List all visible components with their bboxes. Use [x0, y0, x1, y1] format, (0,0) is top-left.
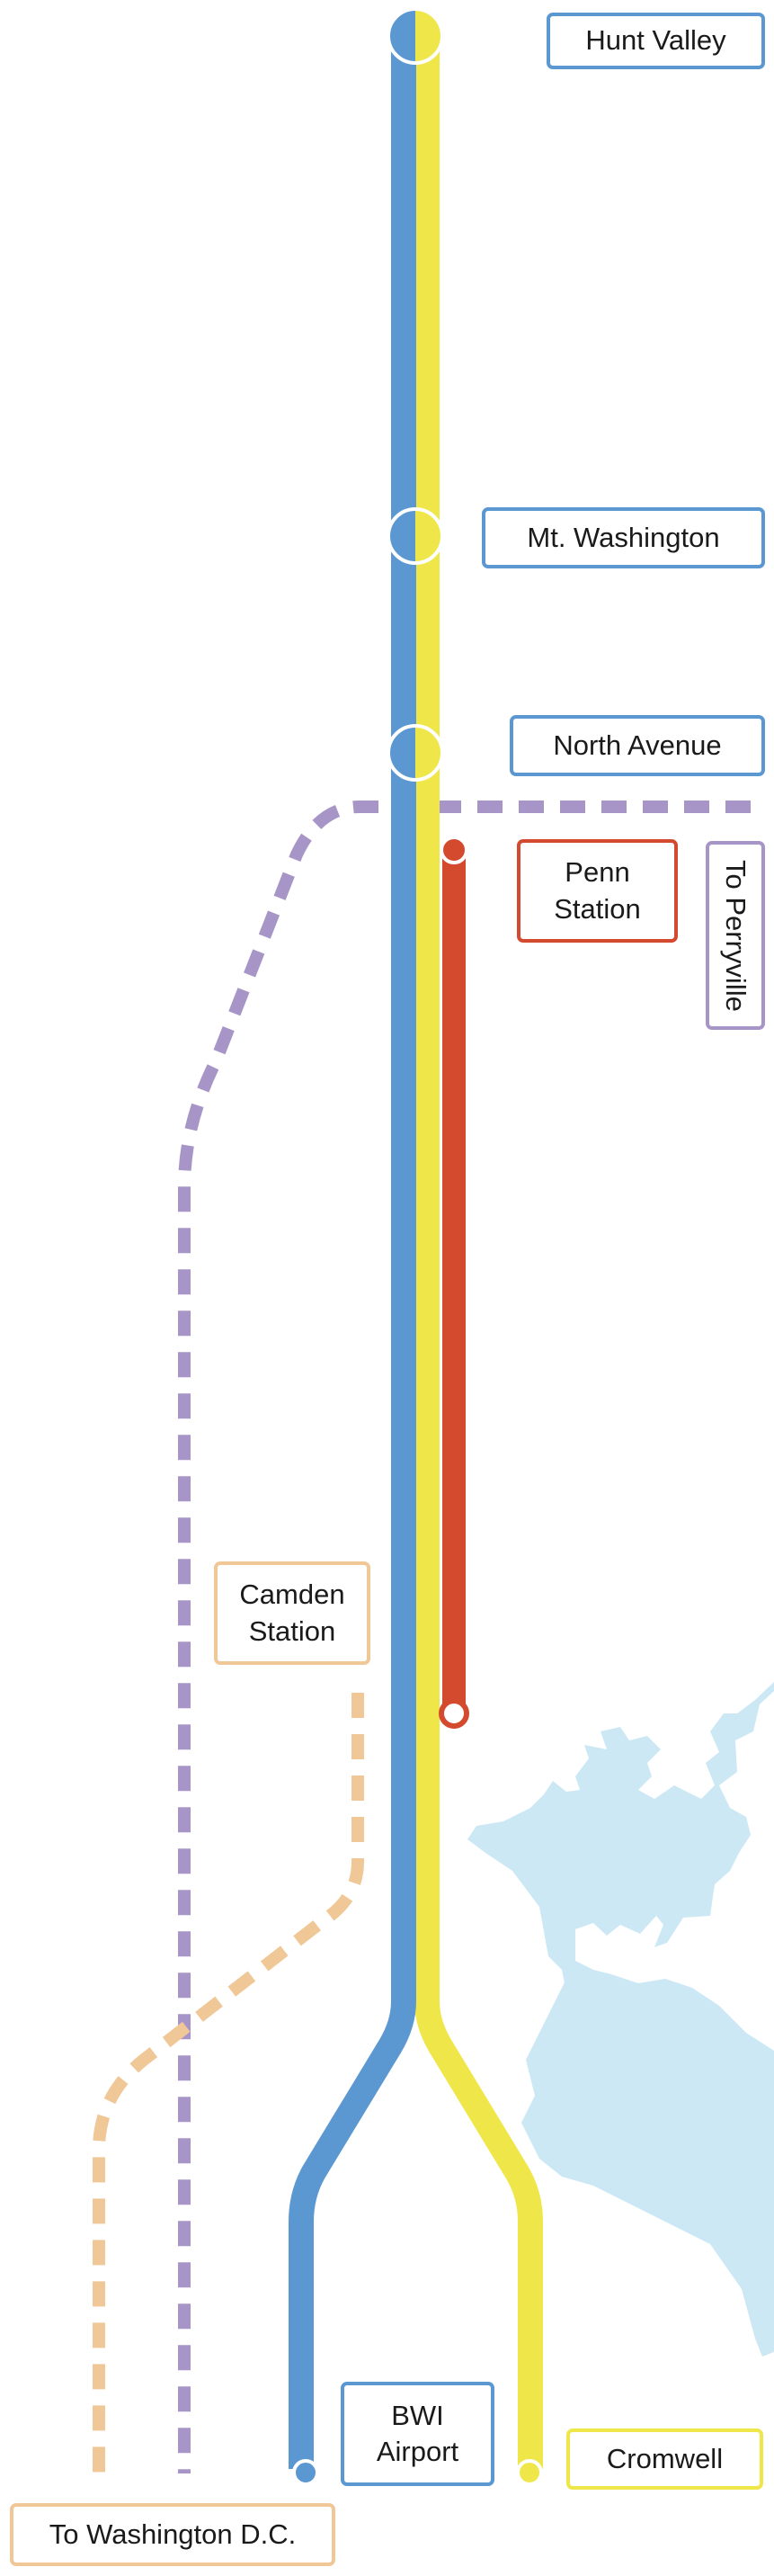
penn-station-label[interactable]: Penn Station: [517, 839, 678, 943]
camden-station-label-text: Camden Station: [239, 1579, 345, 1647]
bwi-airport-terminal-dot: [292, 2459, 319, 2486]
harbor-water-lower: [521, 1961, 774, 2357]
mt-washington-station-marker: [387, 507, 444, 565]
to-perryville-label-text: To Perryville: [720, 859, 752, 1012]
cromwell-terminal-dot: [516, 2459, 543, 2486]
north-avenue-station-marker: [387, 724, 444, 782]
bwi-airport-label[interactable]: BWI Airport: [341, 2382, 494, 2486]
north-avenue-label[interactable]: North Avenue: [510, 715, 765, 776]
mt-washington-label[interactable]: Mt. Washington: [482, 507, 765, 568]
light-rail-cromwell-line: [414, 34, 543, 2469]
to-perryville-label[interactable]: To Perryville: [706, 841, 765, 1030]
penn-station-terminal-dot: [440, 836, 468, 864]
to-washington-dc-label[interactable]: To Washington D.C.: [10, 2503, 335, 2566]
marc-camden-line: [93, 1693, 364, 2473]
cromwell-label-text: Cromwell: [606, 2442, 724, 2474]
light-rail-bwi-line: [289, 34, 416, 2469]
north-avenue-label-text: North Avenue: [553, 729, 722, 761]
to-washington-dc-label-text: To Washington D.C.: [49, 2518, 297, 2550]
camden-station-label[interactable]: Camden Station: [214, 1561, 370, 1665]
hunt-valley-label-text: Hunt Valley: [585, 24, 726, 57]
bwi-airport-label-text: BWI Airport: [376, 2399, 459, 2467]
cromwell-label[interactable]: Cromwell: [566, 2428, 763, 2490]
mt-washington-label-text: Mt. Washington: [527, 521, 720, 553]
hunt-valley-label[interactable]: Hunt Valley: [547, 13, 765, 69]
penn-station-label-text: Penn Station: [554, 856, 641, 925]
marc-penn-line: [178, 801, 751, 2473]
penn-shuttle-south-terminal-dot: [439, 1698, 469, 1729]
hunt-valley-station-marker: [387, 7, 444, 65]
harbor-water: [467, 1682, 774, 1992]
